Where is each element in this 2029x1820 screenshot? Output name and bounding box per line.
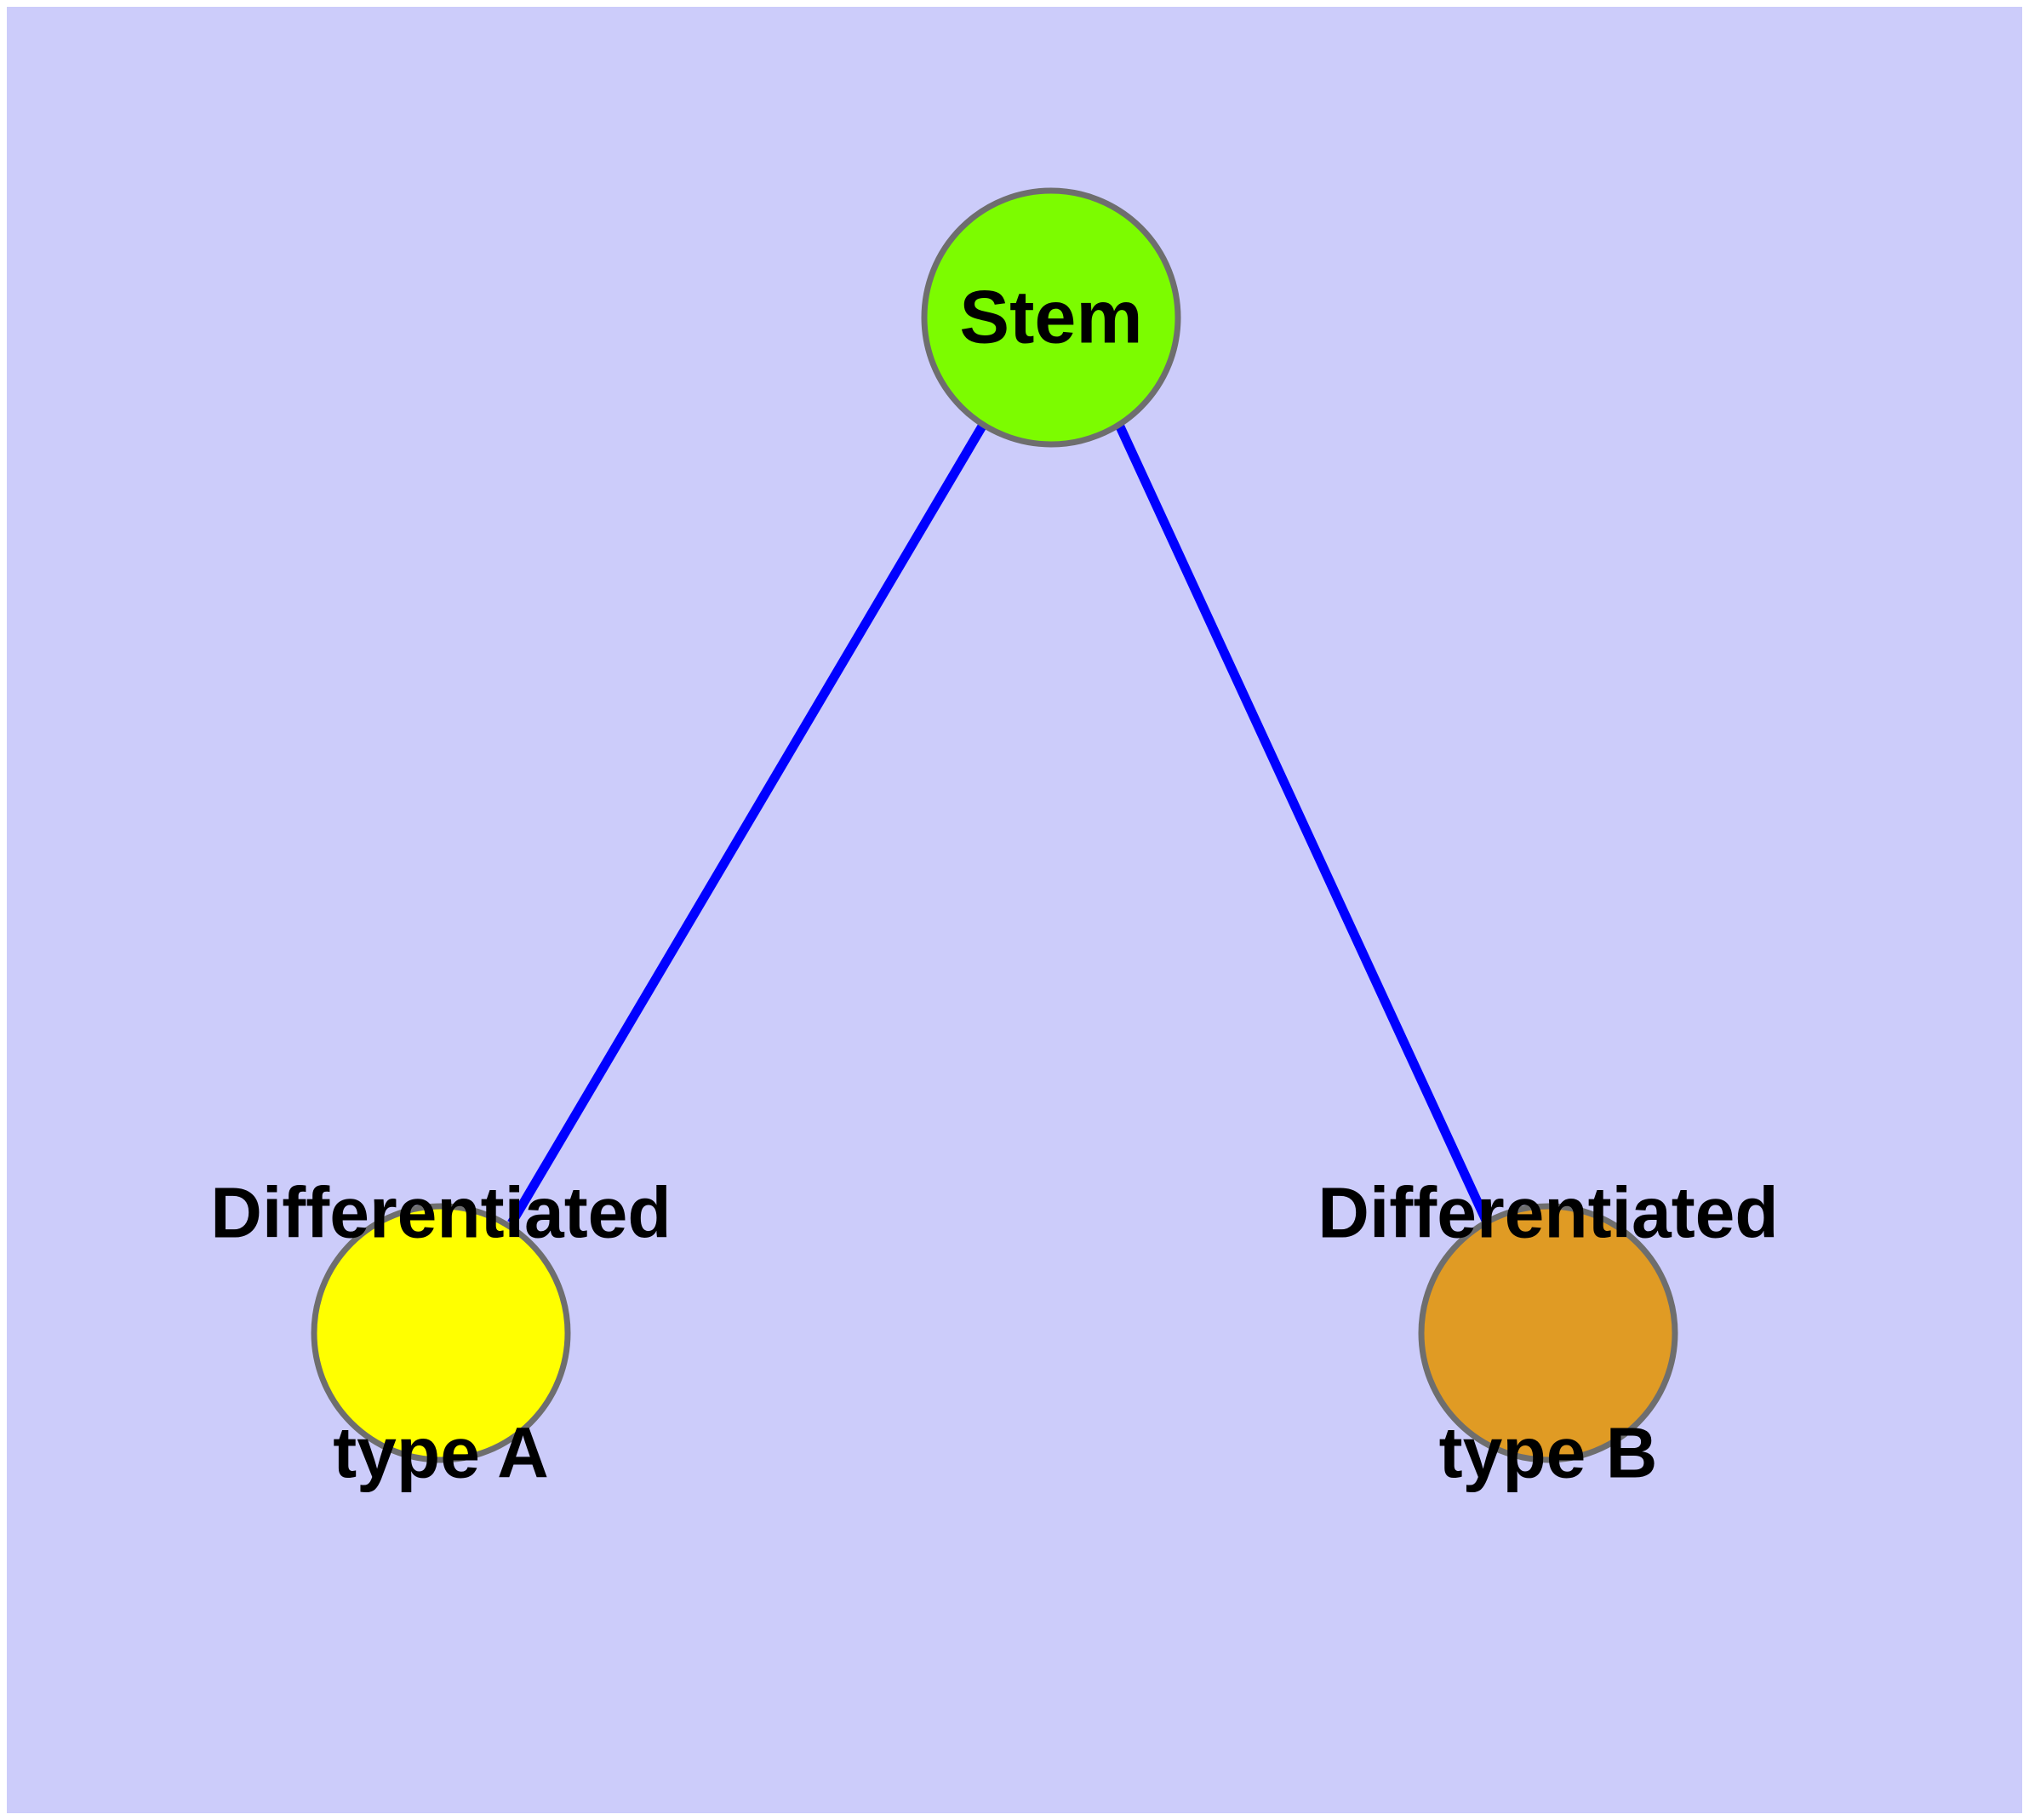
edge-layer <box>507 422 1492 1227</box>
edge-stem-to-differentiated-type-a <box>507 422 987 1226</box>
node-differentiated-type-a[interactable] <box>311 1203 571 1463</box>
node-layer <box>311 187 1678 1463</box>
node-differentiated-type-b[interactable] <box>1418 1203 1678 1463</box>
edge-stem-to-differentiated-type-b <box>1115 422 1492 1227</box>
node-stem[interactable] <box>921 187 1181 448</box>
